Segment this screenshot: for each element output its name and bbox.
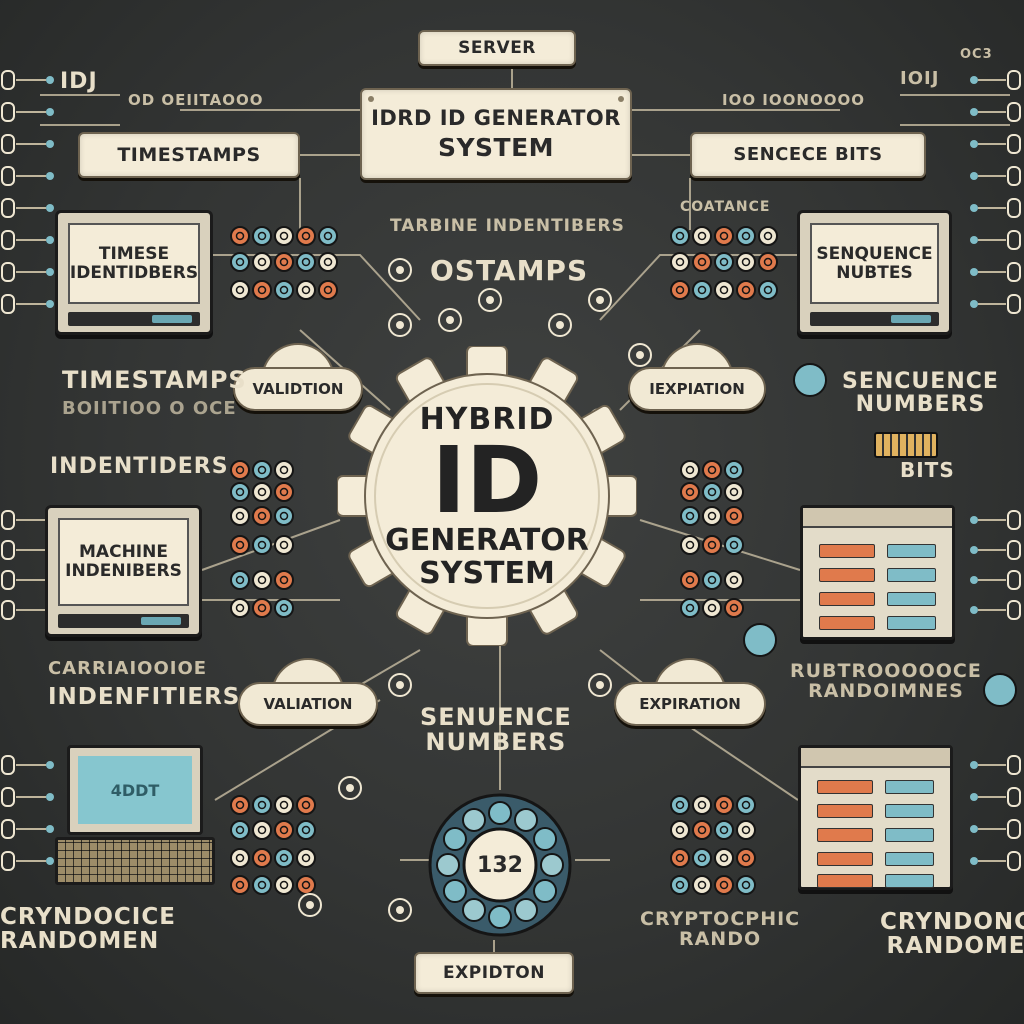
text-bits-right: BITS xyxy=(900,458,955,482)
text-crypto-right-2: RANDOMEI xyxy=(886,933,1024,960)
timestamps-tag: TIMESTAMPS xyxy=(78,132,300,178)
sequence-bits-tag: SENCECE BITS xyxy=(690,132,926,178)
cloud-validation-bottom-label: VALIATION xyxy=(238,682,378,726)
generator-system-box: IDRD ID GENERATOR SYSTEM xyxy=(360,88,632,180)
text-random-right: RUBTROOOOOCE RANDOIMNES xyxy=(790,660,982,702)
cloud-validation-top-label: VALIDTION xyxy=(233,367,363,411)
laptop: 4DDT xyxy=(55,745,215,890)
bits-tag-icon xyxy=(874,432,938,458)
text-od-left: OD OEIITAOOO xyxy=(128,91,264,109)
server-rack-bottom xyxy=(798,745,953,890)
cloud-validation-top: VALIDTION xyxy=(233,335,363,411)
edge-binary-group xyxy=(1,70,1021,871)
text-tarbine: TARBINE INDENTIBERS xyxy=(390,216,625,236)
text-indenfitiers-left: INDENFITIERS xyxy=(48,684,241,710)
server-label: SERVER xyxy=(418,30,576,66)
text-sequence-bottom: SENUENCE NUMBERS xyxy=(420,703,572,757)
text-crypto-right: CRYNDONCI RANDOMEI xyxy=(880,910,1024,958)
text-timestamps-left: TIMESTAMPS xyxy=(62,366,247,394)
text-random-right-2: RANDOIMNES xyxy=(808,679,964,702)
cloud-validation-bottom: VALIATION xyxy=(238,648,378,726)
text-crypto-left-2: RANDOMEN xyxy=(0,928,160,955)
text-crypto-left-1: CRYNDOCICE xyxy=(0,904,176,930)
text-idj: IDJ xyxy=(60,69,98,94)
text-sequence-bottom-2: NUMBERS xyxy=(425,728,567,757)
text-top-right-code2: OC3 xyxy=(960,47,993,62)
cloud-expiration-bottom: EXPIRATION xyxy=(614,648,766,726)
text-crypto-mid-2: RANDO xyxy=(678,927,762,950)
dial-icon xyxy=(428,793,572,937)
text-random-right-1: RUBTROOOOOCE xyxy=(790,660,982,682)
gear-title-line4: SYSTEM xyxy=(419,556,555,592)
text-sequence-right-2: NUMBERS xyxy=(855,392,986,418)
gear-title-line1: HYBRID xyxy=(419,401,555,437)
laptop-keyboard xyxy=(55,837,215,885)
dial-value: 132 xyxy=(477,852,523,878)
cloud-expiration-top-label: IEXPIATION xyxy=(628,367,766,411)
cloud-expiration-bottom-label: EXPIRATION xyxy=(614,682,766,726)
node-group xyxy=(230,226,1017,922)
server-rack-mid xyxy=(800,505,955,640)
text-crypto-mid: CRYPTOCPHIC RANDO xyxy=(640,908,801,950)
gear-title-line2: ID xyxy=(431,426,543,534)
monitor-machine-line1: MACHINE xyxy=(79,542,168,563)
central-gear: HYBRID ID GENERATOR SYSTEM xyxy=(336,345,638,647)
text-sequence-right: SENCUENCE NUMBERS xyxy=(842,370,999,416)
monitor-seq-line1: SENQUENCE xyxy=(816,243,933,264)
text-crypto-left: CRYNDOCICE RANDOMEN xyxy=(0,905,176,953)
monitor-time-line1: TIMESE xyxy=(98,243,170,264)
text-contance: COATANCE xyxy=(680,199,771,215)
text-scramble-left-2: BOIITIOO O OCE xyxy=(62,398,237,419)
text-od-right: IOO IOONOOOO xyxy=(722,91,865,109)
text-crypto-right-1: CRYNDONCI xyxy=(880,909,1024,935)
text-top-right-code: IOIJ xyxy=(900,68,940,89)
text-crypto-mid-1: CRYPTOCPHIC xyxy=(640,908,801,930)
expiration-bottom-label: EXPIDTON xyxy=(414,952,574,994)
cloud-expiration-top: IEXPIATION xyxy=(628,335,766,411)
generator-system-line1: IDRD ID GENERATOR xyxy=(371,105,621,130)
gear-title-line3: GENERATOR xyxy=(385,523,589,559)
laptop-screen: 4DDT xyxy=(78,756,192,824)
generator-system-line2: SYSTEM xyxy=(437,132,555,162)
gear-icon xyxy=(336,345,638,647)
sequence-dial: 132 xyxy=(425,790,575,940)
text-sequence-bottom-1: SENUENCE xyxy=(420,703,572,731)
text-scramble-left-3: CARRIAIOOIOE xyxy=(48,658,208,679)
monitor-seq-line2: NUBTES xyxy=(836,262,913,283)
monitor-machine-line2: INDENIBERS xyxy=(65,561,182,581)
text-sequence-right-1: SENCUENCE xyxy=(842,369,999,394)
monitor-time-line2: IDENTIDBERS xyxy=(69,262,199,283)
text-indentiders-left: INDENTIDERS xyxy=(50,454,229,479)
text-stamps-center: OSTAMPS xyxy=(430,254,589,287)
